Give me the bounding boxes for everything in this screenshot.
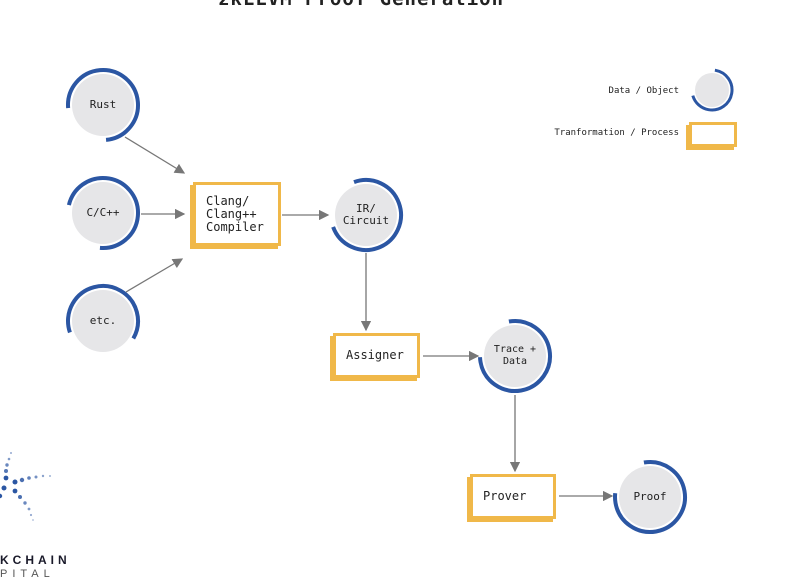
legend-circle-icon	[690, 68, 734, 112]
process-compiler: Clang/ Clang++ Compiler	[193, 182, 281, 246]
legend-data-object-label: Data / Object	[608, 86, 679, 96]
diagram-title: zkLLVM Proof Generation	[0, 0, 722, 10]
node-rust: Rust	[65, 67, 141, 143]
node-etc: etc.	[65, 283, 141, 359]
arrow-etc-to-compiler	[125, 258, 184, 293]
node-cpp: C/C++	[65, 175, 141, 251]
arrow-rust-to-compiler	[124, 136, 186, 174]
node-trace-data: Trace + Data	[477, 318, 553, 394]
logo-star-icon	[0, 452, 51, 521]
legend-process-label: Tranformation / Process	[554, 128, 679, 138]
logo-text-line2: PITAL	[0, 568, 55, 578]
process-prover: Prover	[470, 474, 556, 519]
node-proof: Proof	[612, 459, 688, 535]
process-assigner: Assigner	[333, 333, 420, 378]
legend-box-icon	[689, 122, 737, 147]
logo-text-line1: KCHAIN	[0, 553, 71, 567]
node-ir-circuit: IR/ Circuit	[328, 177, 404, 253]
